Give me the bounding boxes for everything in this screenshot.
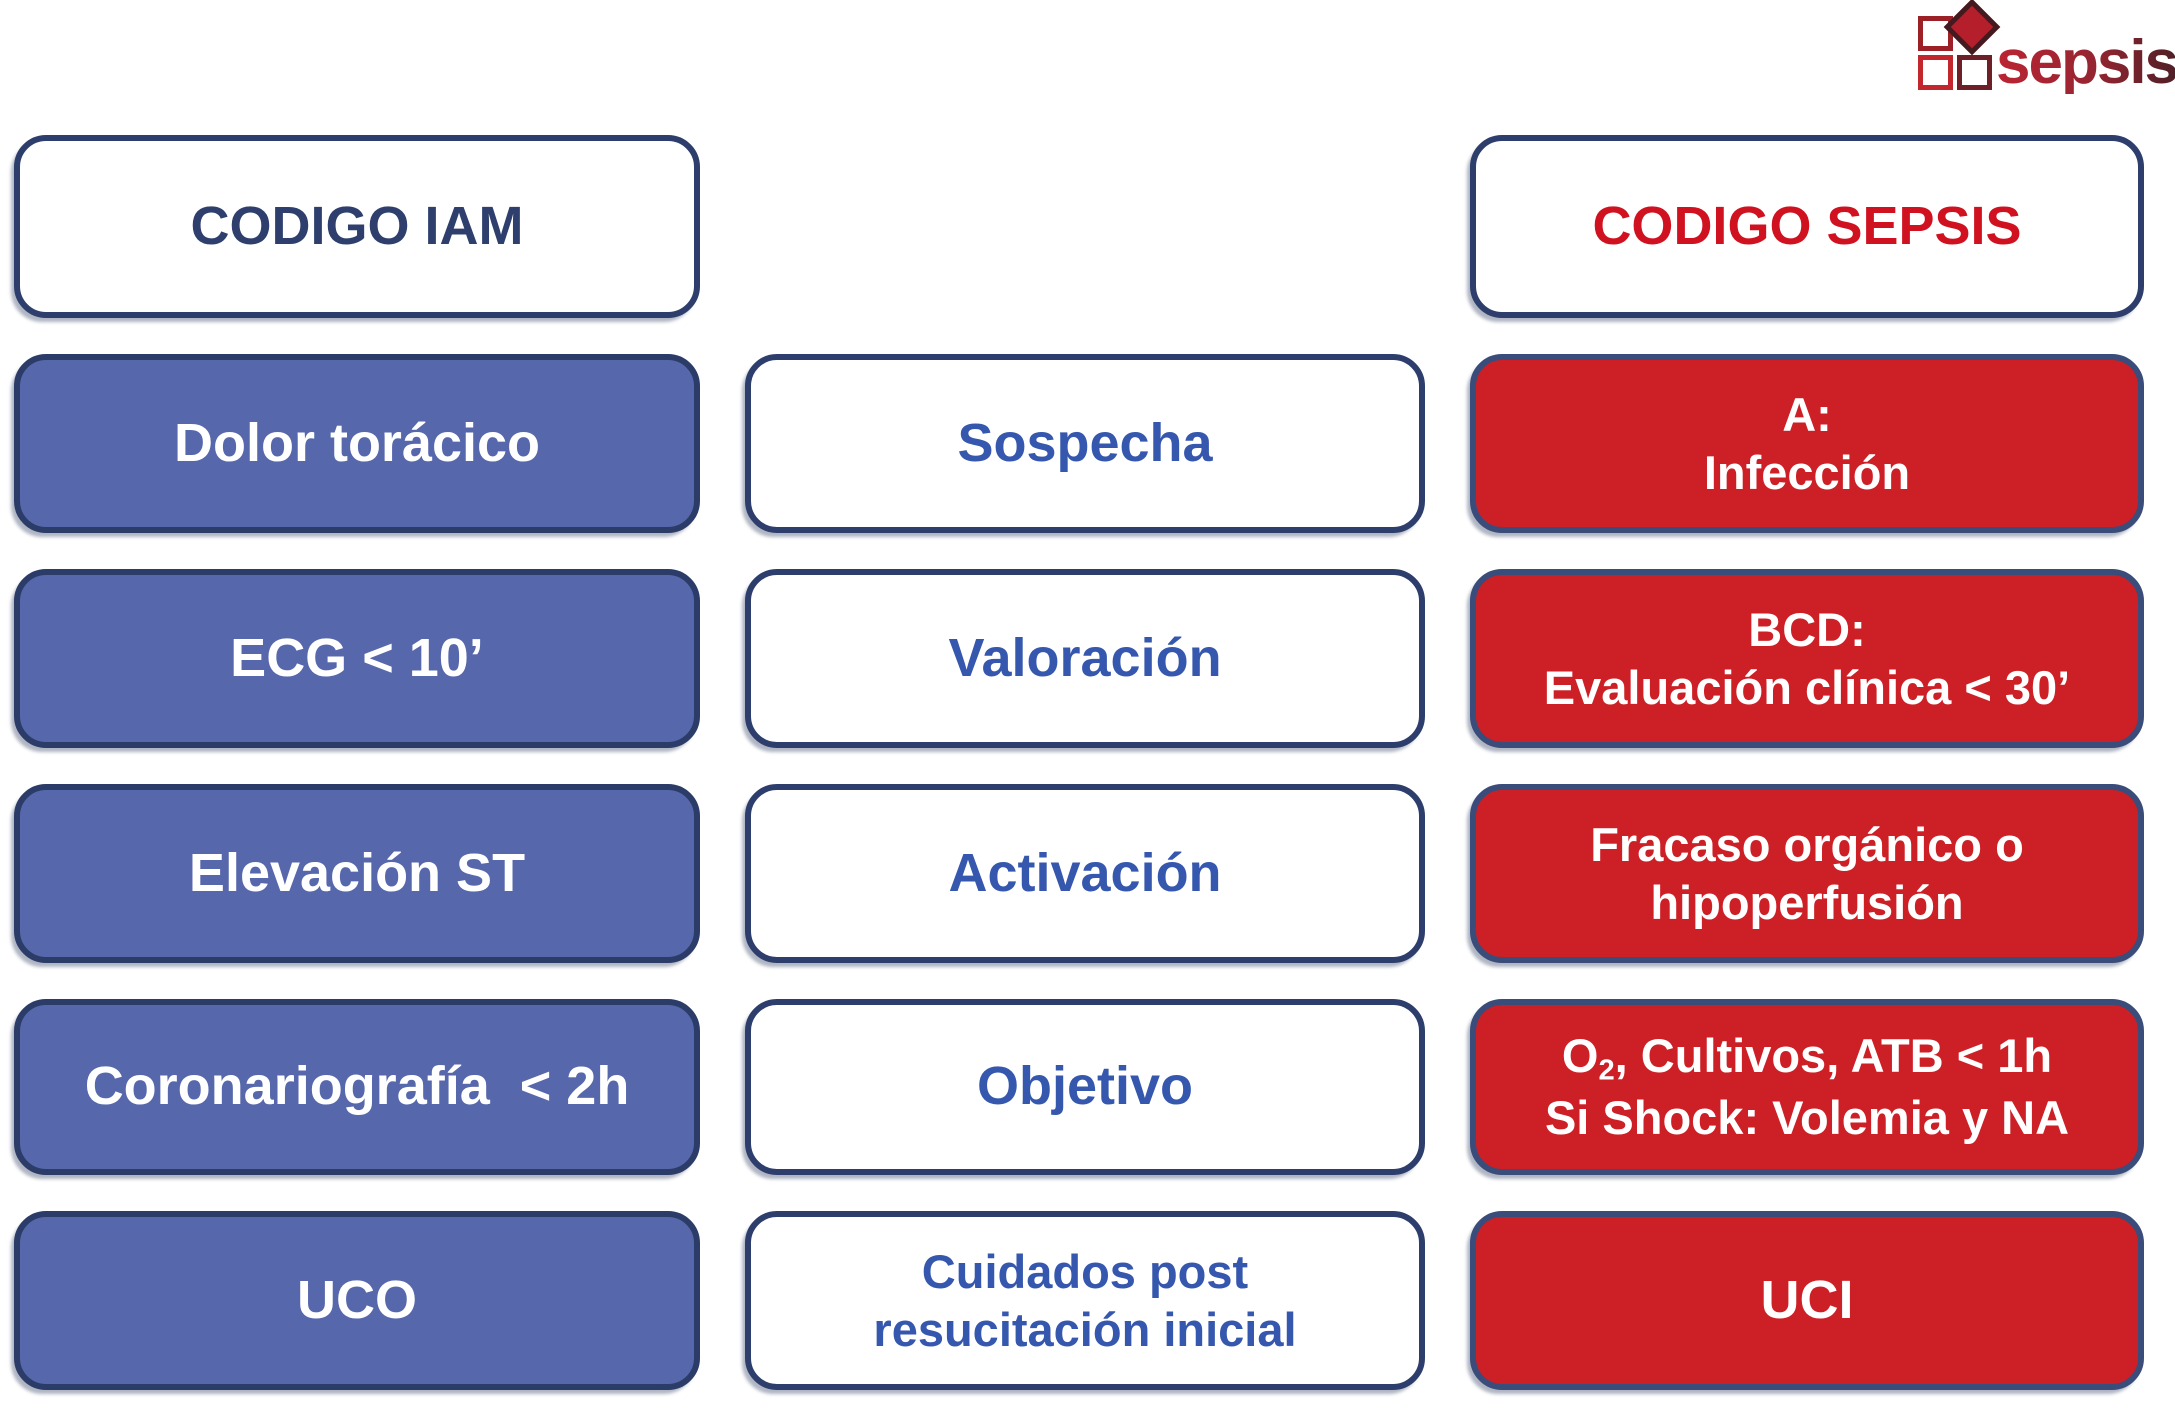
codigo-sepsis-header: CODIGO SEPSIS: [1470, 135, 2144, 318]
sepsis-o2-text: O2, Cultivos, ATB < 1h Si Shock: Volemia…: [1544, 1029, 2070, 1145]
phase-box-valoracion: Valoración: [745, 569, 1425, 748]
iam-box-coronariografia: Coronariografía < 2h: [14, 999, 700, 1175]
sepsis-logo-text: sepsis: [1996, 32, 2175, 94]
phase-box-cuidados-post: Cuidados post resucitación inicial: [745, 1211, 1425, 1390]
sepsis-box-evaluacion-clinica: BCD: Evaluación clínica < 30’: [1470, 569, 2144, 748]
o2-subscript: 2: [1598, 1054, 1615, 1087]
phase-box-activacion: Activación: [745, 784, 1425, 963]
codigo-iam-header: CODIGO IAM: [14, 135, 700, 318]
iam-box-dolor-toracico: Dolor torácico: [14, 354, 700, 533]
iam-box-uco: UCO: [14, 1211, 700, 1390]
sepsis-logo: sepsis: [1908, 0, 2175, 118]
sepsis-box-uci: UCI: [1470, 1211, 2144, 1390]
sepsis-box-infeccion: A: Infección: [1470, 354, 2144, 533]
logo-square-bottom-left-icon: [1918, 55, 1953, 90]
iam-box-ecg: ECG < 10’: [14, 569, 700, 748]
comparison-diagram: CODIGO IAM CODIGO SEPSIS Dolor torácico …: [14, 135, 2161, 1390]
logo-square-bottom-right-icon: [1957, 55, 1992, 90]
sepsis-box-fracaso-organico: Fracaso orgánico o hipoperfusión: [1470, 784, 2144, 963]
header-spacer: [745, 135, 1425, 318]
phase-box-sospecha: Sospecha: [745, 354, 1425, 533]
phase-box-objetivo: Objetivo: [745, 999, 1425, 1175]
iam-box-elevacion-st: Elevación ST: [14, 784, 700, 963]
sepsis-box-o2-cultivos-atb: O2, Cultivos, ATB < 1h Si Shock: Volemia…: [1470, 999, 2144, 1175]
